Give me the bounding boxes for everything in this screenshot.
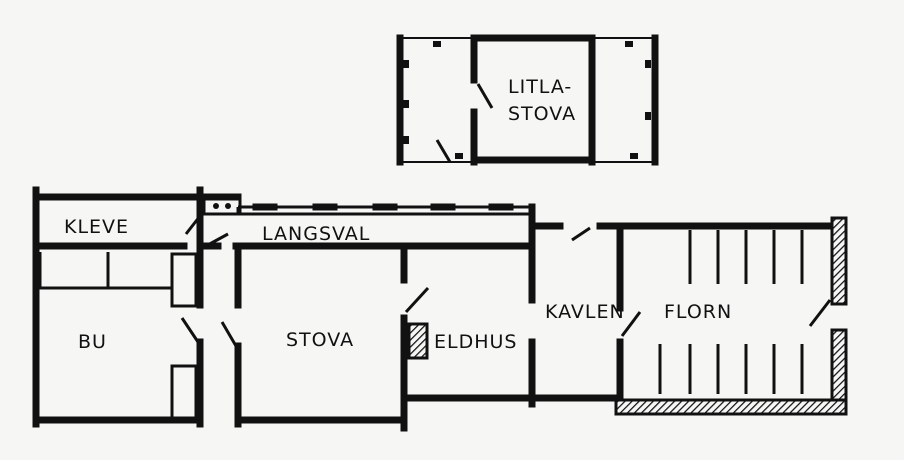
main-building: KLEVE LANGSVAL BU STOVA ELDHUS KAVLEN FL… xyxy=(32,186,848,432)
litlastova-building: LITLA- STOVA xyxy=(396,34,659,166)
room-label-bu: BU xyxy=(78,331,107,353)
room-label-langsval: LANGSVAL xyxy=(262,223,370,245)
room-label-kleve: KLEVE xyxy=(64,216,129,238)
hearth-icon xyxy=(407,322,429,360)
room-label-stova: STOVA xyxy=(286,329,354,351)
room-label-florn: FLORN xyxy=(664,301,732,323)
room-label-litlastova-2: STOVA xyxy=(508,103,576,125)
wall-posts xyxy=(403,41,651,159)
room-label-eldhus: ELDHUS xyxy=(434,331,517,353)
room-label-kavlen: KAVLEN xyxy=(545,301,625,323)
room-label-litlastova-1: LITLA- xyxy=(508,76,572,98)
hatched-wall xyxy=(614,398,848,416)
hatched-wall xyxy=(830,216,848,306)
floor-boards xyxy=(658,230,804,394)
